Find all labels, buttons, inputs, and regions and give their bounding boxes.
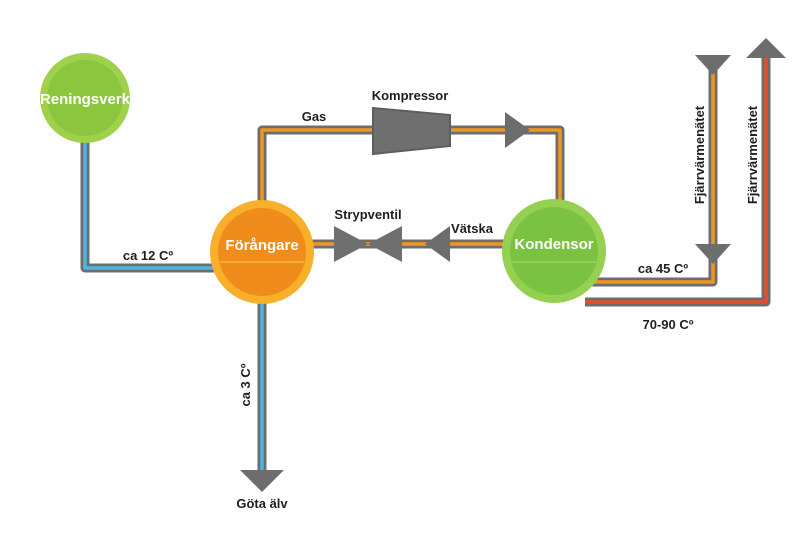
node-reningsverk-label: Reningsverk — [40, 91, 131, 108]
compressor-icon — [372, 106, 451, 156]
node-reningsverk: Reningsverk — [40, 53, 131, 143]
node-kondensor-label: Kondensor — [514, 236, 593, 253]
arrow-up-icon — [746, 38, 786, 58]
return-temp-label: ca 45 Cº — [638, 261, 689, 276]
supply-temp-label: 70-90 Cº — [643, 317, 694, 332]
pipe-reningsverk-to-forangare — [80, 140, 215, 273]
pipe-district-return — [590, 55, 731, 287]
gota-alv-label: Göta älv — [236, 496, 288, 511]
node-forangare: Förångare — [210, 200, 314, 304]
arrow-down-icon — [695, 244, 731, 264]
outlet-temp-label: ca 3 Cº — [238, 363, 253, 406]
node-kondensor: Kondensor — [502, 199, 606, 303]
pipe-forangare-to-gota-alv — [240, 300, 284, 492]
arrow-right-icon — [505, 112, 530, 148]
strypventil-label: Strypventil — [334, 207, 401, 222]
network-return-label: Fjärrvärmenätet — [692, 105, 707, 204]
arrow-down-icon — [240, 470, 284, 492]
vatska-label: Vätska — [451, 221, 494, 236]
node-forangare-label: Förångare — [225, 237, 298, 254]
kompressor-label: Kompressor — [372, 88, 449, 103]
inlet-temp-label: ca 12 Cº — [123, 248, 174, 263]
gas-label: Gas — [302, 109, 327, 124]
arrow-left-icon — [425, 226, 450, 262]
network-supply-label: Fjärrvärmenätet — [745, 105, 760, 204]
pipe-district-supply — [585, 38, 786, 307]
throttle-valve-icon — [334, 226, 402, 262]
arrow-down-icon — [695, 55, 731, 75]
